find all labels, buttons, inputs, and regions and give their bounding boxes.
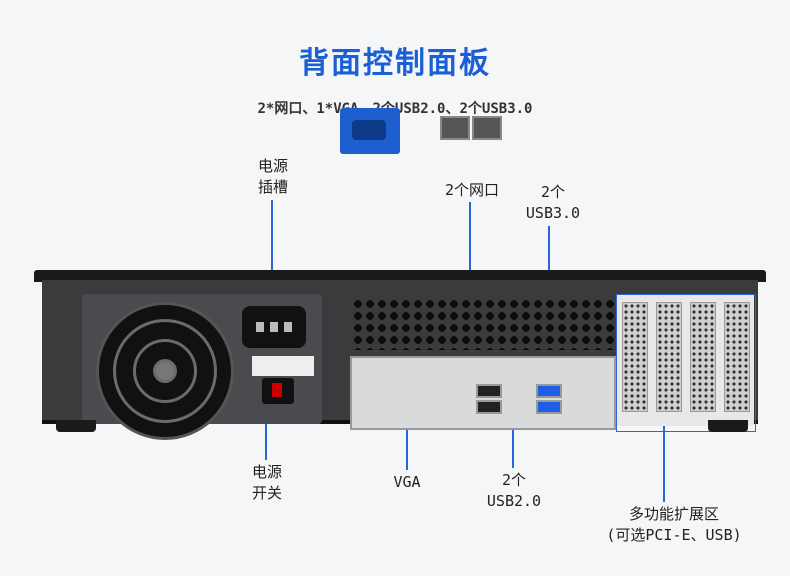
power-socket-label: 电源 插槽 [257,157,288,196]
power-switch-label: 电源 开关 [251,463,282,502]
ventilation-grille [352,298,616,350]
network-port-2[interactable] [472,116,502,140]
network-ports-label: 2个网口 [444,181,500,199]
chassis-rear-panel [42,280,758,440]
expansion-area-label: 多功能扩展区 (可选PCI-E、USB) [606,505,742,544]
usb2-port-1[interactable] [476,384,502,398]
network-port-1[interactable] [440,116,470,140]
usb2-pointer [512,410,514,468]
page-title: 背面控制面板 [299,46,491,81]
vga-pointer [406,410,408,470]
usb2-label: 2个 USB2.0 [486,471,542,510]
vga-port[interactable] [340,108,400,154]
expansion-area [616,294,754,426]
chassis-foot-right [708,420,748,432]
expansion-pointer [663,420,665,502]
voltage-sticker [252,356,314,376]
server-chassis [34,270,766,440]
usb3-port-1[interactable] [536,384,562,398]
usb3-label: 2个 USB3.0 [525,183,581,222]
usb3-port-2[interactable] [536,400,562,414]
power-socket-pointer [271,200,273,300]
power-switch[interactable] [262,378,294,404]
expansion-area-outline [616,294,756,432]
usb2-port-2[interactable] [476,400,502,414]
power-socket-icon [242,306,306,348]
chassis-top-cover [34,270,766,282]
chassis-foot-left [56,420,96,432]
vga-label: VGA [393,473,421,491]
psu-fan-icon [96,302,234,440]
